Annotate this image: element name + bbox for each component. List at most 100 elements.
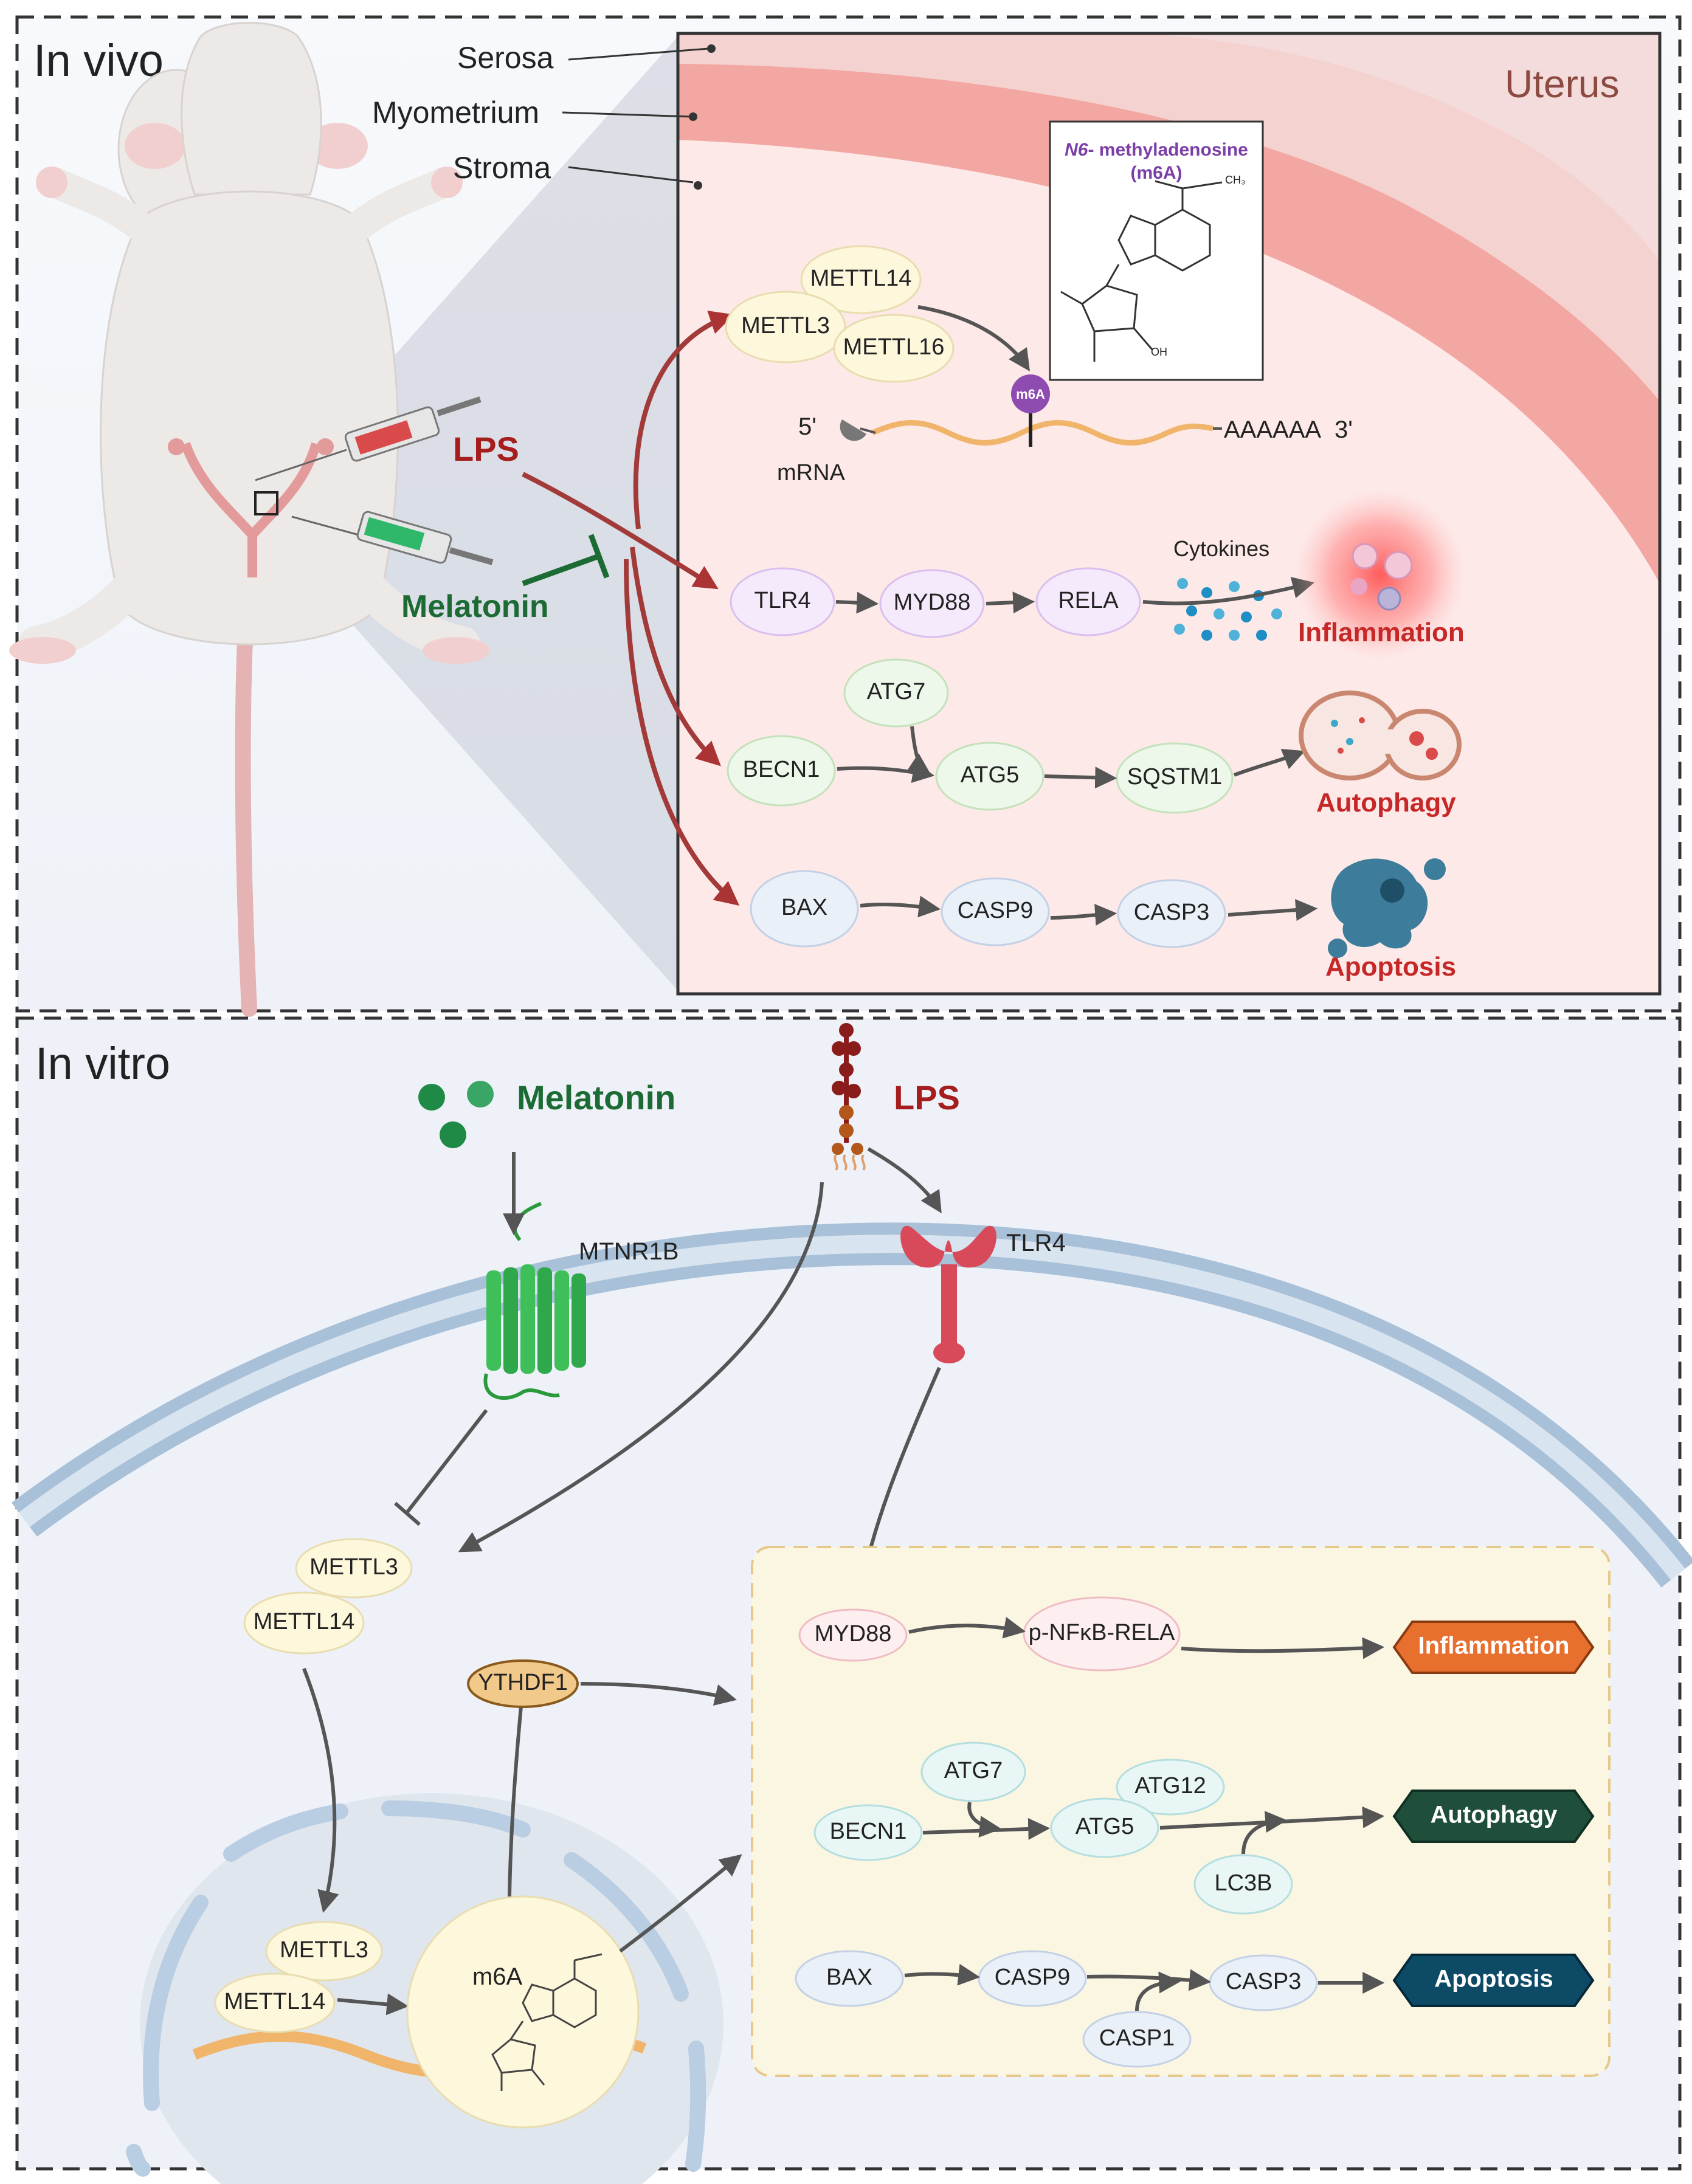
vivo-inflammation-path bbox=[730, 567, 1141, 638]
vitro-autophagy-text: Autophagy bbox=[1431, 1802, 1558, 1828]
vitro-atg12-text: ATG12 bbox=[1134, 1773, 1206, 1799]
m6a-title-italic: N6 bbox=[1065, 140, 1088, 160]
mrna-label: mRNA bbox=[777, 460, 846, 486]
mouse-illustration bbox=[9, 22, 489, 1017]
vitro-casp9-text: CASP9 bbox=[995, 1965, 1071, 1990]
vitro-node-casp1 bbox=[1082, 2011, 1192, 2068]
uterus-layer-labels: Serosa Myometrium Stroma bbox=[372, 41, 716, 190]
uterus-title: Uterus bbox=[1505, 62, 1620, 106]
vitro-atg7-text: ATG7 bbox=[944, 1758, 1003, 1783]
in-vitro-label: In vitro bbox=[35, 1038, 170, 1089]
writers-to-nucleus-arrow bbox=[302, 1667, 339, 1913]
cytokines-label: Cytokines bbox=[1173, 536, 1269, 561]
vivo-casp9-text: CASP9 bbox=[958, 898, 1034, 923]
vitro-node-atg7 bbox=[920, 1741, 1026, 1802]
vitro-inflammation-outcome bbox=[1392, 1621, 1595, 1674]
vitro-becn1-text: BECN1 bbox=[830, 1819, 907, 1844]
vivo-atg7-text: ATG7 bbox=[867, 679, 925, 704]
syringe-lps-icon bbox=[255, 396, 482, 481]
vitro-bax-text: BAX bbox=[826, 1965, 872, 1990]
mtnr1b-receptor-icon bbox=[483, 1202, 586, 1400]
ythdf1-text: YTHDF1 bbox=[478, 1670, 568, 1695]
vitro-nuc-mettl3-text: METTL3 bbox=[280, 1937, 368, 1963]
vitro-lc3b-text: LC3B bbox=[1214, 1870, 1272, 1896]
apoptotic-cell-icon bbox=[1328, 858, 1446, 958]
vitro-m6a-text: m6A bbox=[472, 1963, 523, 1990]
layer-serosa: Serosa bbox=[457, 41, 554, 75]
layer-myometrium: Myometrium bbox=[372, 95, 539, 129]
vitro-nuc-mettl3 bbox=[265, 1921, 383, 1982]
vitro-melatonin-label: Melatonin bbox=[517, 1078, 675, 1117]
zoom-wedge bbox=[268, 36, 678, 991]
lps-molecule-icon bbox=[832, 1023, 866, 1171]
ythdf1-to-pathways-arrow bbox=[580, 1682, 737, 1706]
vitro-myd88-text: MYD88 bbox=[815, 1621, 892, 1647]
m6a-structure-box: N6- methyladenosine (m6A) OH CH₃ bbox=[1049, 120, 1264, 381]
vitro-casp1-text: CASP1 bbox=[1099, 2025, 1175, 2051]
vitro-nuc-mettl14 bbox=[214, 1972, 336, 2033]
vivo-apoptosis-label: Apoptosis bbox=[1325, 952, 1456, 982]
melatonin-molecule-icons bbox=[418, 1081, 494, 1148]
vitro-atg5-text: ATG5 bbox=[1076, 1814, 1134, 1839]
nuc-writers-to-m6a-arrow bbox=[337, 1993, 409, 2016]
vivo-node-mettl3 bbox=[725, 291, 846, 363]
m6a-to-pathways-arrow bbox=[619, 1854, 742, 1953]
vivo-becn1-text: BECN1 bbox=[743, 757, 820, 782]
vivo-myd88-text: MYD88 bbox=[894, 590, 971, 615]
melatonin-inhibit-line bbox=[522, 553, 600, 587]
syringe-melatonin-icon bbox=[291, 511, 494, 565]
vitro-node-atg5 bbox=[1050, 1797, 1159, 1858]
vitro-apoptosis-arrows bbox=[904, 1963, 1385, 2011]
vivo-bax-text: BAX bbox=[781, 895, 827, 920]
tlr4-receptor-icon bbox=[900, 1225, 996, 1363]
m6a-title-rest: - methyladenosine bbox=[1088, 140, 1248, 160]
melatonin-label-vivo: Melatonin bbox=[401, 589, 549, 624]
vitro-cyto-mettl14 bbox=[243, 1591, 365, 1655]
melatonin-inhibit-bar bbox=[588, 534, 610, 579]
vivo-atg5-text: ATG5 bbox=[961, 762, 1019, 788]
vivo-node-mettl16 bbox=[833, 314, 955, 383]
vitro-casp3-text: CASP3 bbox=[1226, 1969, 1302, 1994]
vivo-mettl14-text: METTL14 bbox=[810, 266, 912, 291]
vitro-node-myd88 bbox=[798, 1608, 908, 1662]
lps-arrows bbox=[522, 311, 740, 906]
vitro-inflammation-arrows bbox=[908, 1617, 1385, 1659]
vivo-mettl16-text: METTL16 bbox=[843, 334, 945, 360]
vivo-writer-nodes: METTL14 METTL3 METTL16 bbox=[725, 245, 955, 383]
tlr4-label: TLR4 bbox=[1006, 1230, 1066, 1256]
m6a-badge: m6A bbox=[1016, 387, 1045, 402]
in-vitro-panel-border bbox=[15, 1016, 1682, 2171]
vivo-mrna bbox=[840, 374, 1222, 447]
m6a-atom-ch3: CH₃ bbox=[1225, 174, 1245, 186]
mtnr1b-label: MTNR1B bbox=[579, 1238, 679, 1265]
vivo-inflammation-label: Inflammation bbox=[1298, 618, 1465, 647]
vivo-autophagy-label: Autophagy bbox=[1316, 788, 1456, 818]
vivo-apoptosis-path bbox=[750, 870, 1318, 948]
writer-to-m6a-arrow bbox=[917, 305, 1030, 371]
ythdf1-node bbox=[467, 1659, 579, 1708]
vitro-apoptosis-outcome bbox=[1392, 1954, 1595, 2007]
vitro-lps-label: LPS bbox=[894, 1078, 960, 1117]
vivo-tlr4-text: TLR4 bbox=[754, 588, 811, 613]
mrna-5prime: 5' bbox=[798, 413, 817, 440]
vitro-cyto-mettl3 bbox=[295, 1538, 413, 1599]
mrna-polya-tail: AAAAAA bbox=[1224, 416, 1321, 443]
vitro-node-becn1 bbox=[813, 1804, 923, 1861]
vitro-apoptosis-text: Apoptosis bbox=[1434, 1966, 1553, 1993]
vitro-cyto-mettl14-text: METTL14 bbox=[254, 1609, 355, 1635]
vitro-cyto-mettl3-text: METTL3 bbox=[309, 1554, 398, 1580]
autophagosome-icon bbox=[1299, 691, 1462, 780]
vivo-node-mettl14 bbox=[800, 245, 922, 314]
svg-text:N6- methyladenosine: N6- methyladenosine bbox=[1065, 140, 1248, 160]
vitro-node-bax bbox=[795, 1950, 904, 2007]
vivo-mettl3-text: METTL3 bbox=[741, 313, 830, 339]
vivo-sqstm1-text: SQSTM1 bbox=[1127, 764, 1222, 790]
in-vivo-panel-border bbox=[15, 15, 1682, 1013]
m6a-to-ythdf1-arrow bbox=[508, 1682, 533, 1897]
vitro-nfkb-text: p-NFκB-RELA bbox=[1029, 1620, 1175, 1645]
mrna-3prime: 3' bbox=[1335, 416, 1353, 443]
vitro-nuc-mettl14-text: METTL14 bbox=[224, 1989, 326, 2014]
inflammation-cell-icon bbox=[1295, 489, 1465, 660]
vitro-autophagy-arrows bbox=[922, 1802, 1385, 1855]
